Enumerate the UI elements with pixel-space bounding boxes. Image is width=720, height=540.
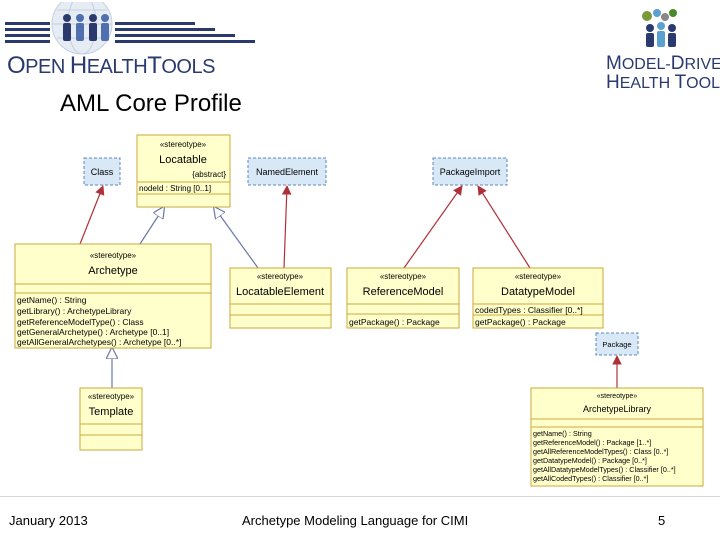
archetype-op-2: getLibrary() : ArchetypeLibrary [17,306,132,316]
archetype-op-4: getGeneralArchetype() : Archetype [0..1] [17,327,169,337]
model-driven-health-tools-logo [642,9,677,47]
stereotype-locatable: «stereotype» Locatable {abstract} nodeId… [136,134,231,208]
archetypelibrary-op-5: getAllDatatypeModelTypes() : Classifier … [533,465,676,474]
footer-date: January 2013 [9,513,88,528]
locatable-abstract-note: {abstract} [192,170,226,179]
locatable-attribute: nodeId : String [0..1] [139,184,211,193]
stereotype-datatypemodel: «stereotype» DatatypeModel codedTypes : … [472,267,604,329]
metaclass-class: Class [83,157,121,186]
logo-stripes [5,22,255,43]
stereotype-archetype: «stereotype» Archetype getName() : Strin… [14,243,212,349]
stereotype-referencemodel: «stereotype» ReferenceModel getPackage()… [346,267,460,329]
connectors [79,185,622,388]
open-health-tools-wordmark: OPEN HEALTHTOOLS [7,52,215,79]
archetypelibrary-op-3: getAllReferenceModelTypes() : Class [0..… [533,447,668,456]
metaclass-namedelement-label: NamedElement [256,167,319,177]
archetypelibrary-op-1: getName() : String [533,429,592,438]
template-name: Template [89,406,134,418]
datatypemodel-op: getPackage() : Package [475,317,566,327]
datatypemodel-name: DatatypeModel [501,286,575,298]
generalization-locatableelement-to-locatable [214,207,259,269]
archetypelibrary-name: ArchetypeLibrary [583,404,652,414]
stereotype-locatableelement: «stereotype» LocatableElement [229,267,332,329]
datatypemodel-attribute: codedTypes : Classifier [0..*] [475,305,583,315]
people-icon [646,22,676,47]
metaclass-namedelement: NamedElement [247,157,327,186]
archetypelibrary-op-6: getAllCodedTypes() : Classifier [0..*] [533,474,648,483]
locatable-name: Locatable [159,154,207,166]
archetype-stereotype: «stereotype» [90,251,137,260]
template-stereotype: «stereotype» [88,392,135,401]
metaclass-package: Package [595,332,639,356]
logo-people-icon [63,14,109,41]
referencemodel-name: ReferenceModel [363,286,444,298]
archetype-op-3: getReferenceModelType() : Class [17,317,144,327]
locatableelement-name: LocatableElement [236,286,324,298]
locatable-stereotype: «stereotype» [160,140,207,149]
archetypelibrary-stereotype: «stereotype» [597,393,638,400]
referencemodel-stereotype: «stereotype» [380,272,427,281]
open-health-tools-logo [5,2,255,55]
stereotype-template: «stereotype» Template [79,387,143,451]
datatypemodel-stereotype: «stereotype» [515,272,562,281]
metaclass-packageimport-label: PackageImport [440,167,501,177]
archetype-op-1: getName() : String [17,295,87,305]
archetype-name: Archetype [88,265,138,277]
wordmark-line-2: HEALTH TOOLS [606,72,720,93]
metaclass-class-label: Class [91,167,114,177]
archetype-op-5: getAllGeneralArchetypes() : Archetype [0… [17,337,181,347]
footer-page-number: 5 [658,513,666,528]
model-driven-health-tools-wordmark: MODEL-DRIVEN HEALTH TOOLS [606,53,720,93]
extension-datatypemodel-to-packageimport [477,185,531,269]
wordmark-line-1: MODEL-DRIVEN [606,53,720,74]
stereotype-archetypelibrary: «stereotype» ArchetypeLibrary getName() … [530,387,704,487]
referencemodel-op: getPackage() : Package [349,317,440,327]
extension-archetype-to-class [79,185,105,245]
extension-locatableelement-to-namedelement [281,185,292,269]
archetypelibrary-op-2: getReferenceModel() : Package [1..*] [533,438,651,447]
gears-icon [642,9,677,21]
slide-title: AML Core Profile [60,90,242,117]
metaclass-package-label: Package [602,340,631,349]
locatableelement-stereotype: «stereotype» [257,272,304,281]
metaclass-packageimport: PackageImport [432,157,508,186]
extension-referencemodel-to-packageimport [403,185,463,269]
archetypelibrary-op-4: getDatatypeModel() : Package [0..*] [533,456,647,465]
footer-title: Archetype Modeling Language for CIMI [242,513,469,528]
footer-divider [0,496,720,497]
generalization-archetype-to-locatable [139,207,164,245]
